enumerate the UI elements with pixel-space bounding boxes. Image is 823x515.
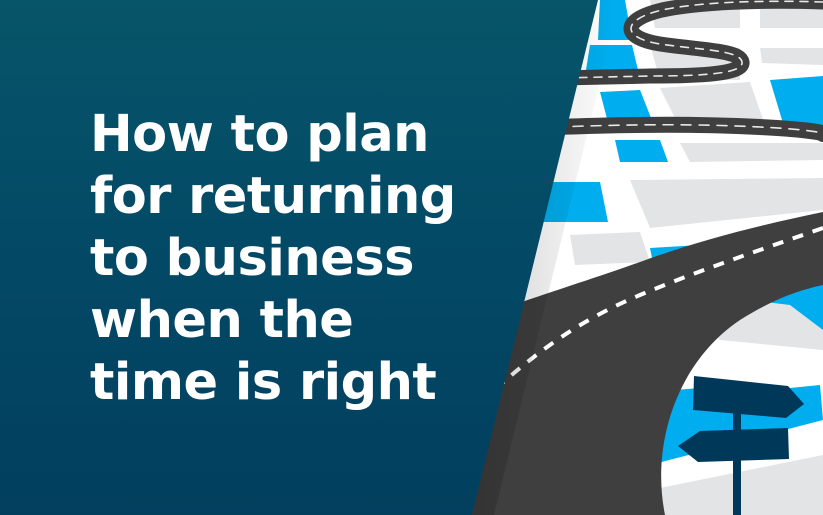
road-center-line	[498, 226, 823, 387]
title-line-4: when the	[90, 291, 354, 350]
title-line-1: How to plan	[90, 105, 429, 164]
title-line-2: for returning	[90, 167, 456, 226]
page-title: How to plan for returning to business wh…	[90, 104, 456, 414]
title-line-3: to business	[90, 229, 414, 288]
title-line-5: time is right	[90, 353, 437, 412]
signpost-icon	[678, 376, 804, 515]
